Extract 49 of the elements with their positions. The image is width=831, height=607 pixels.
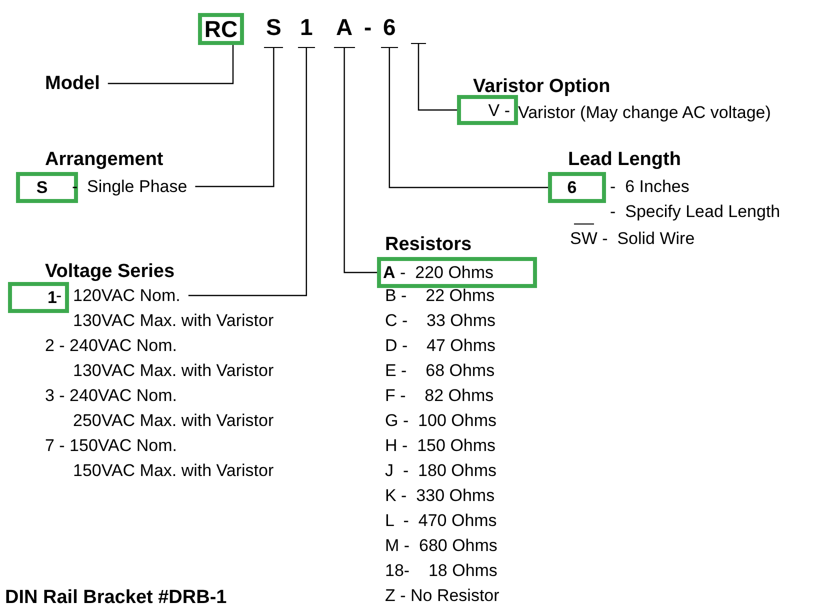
- option-row: 7 - 150VAC Nom.: [45, 437, 177, 454]
- option-description: 130VAC Max. with Varistor: [73, 312, 274, 329]
- option-description: SW - Solid Wire: [570, 230, 695, 247]
- option-row: 18- 18 Ohms: [385, 562, 498, 579]
- option-row: E - 68 Ohms: [385, 362, 495, 379]
- option-description: - 6 Inches: [610, 178, 690, 195]
- leader-line: [418, 44, 457, 111]
- option-description: 120VAC Nom.: [73, 287, 180, 304]
- leader-line: [195, 48, 274, 188]
- code-hyphen: -: [363, 16, 373, 42]
- option-code-box: A - 220 Ohms: [377, 257, 537, 288]
- accessory-note: DIN Rail Bracket #DRB-1: [5, 588, 227, 607]
- option-row: Z - No Resistor: [385, 587, 500, 604]
- option-row: C - 33 Ohms: [385, 312, 496, 329]
- option-row: 3 - 240VAC Nom.: [45, 387, 177, 404]
- leader-line: [388, 48, 548, 188]
- option-description: Single Phase: [87, 178, 188, 195]
- option-row: B - 22 Ohms: [385, 287, 495, 304]
- option-row: 2 - 240VAC Nom.: [45, 337, 177, 354]
- option-row: J - 180 Ohms: [385, 462, 496, 479]
- leader-line: [108, 45, 234, 84]
- section-heading: Model: [45, 74, 100, 93]
- option-row: H - 150 Ohms: [385, 437, 496, 454]
- option-code-box: 6: [548, 172, 606, 203]
- code-segment-box: RC: [198, 13, 244, 45]
- code-letter: S: [264, 16, 284, 48]
- code-digit: 1: [298, 16, 315, 48]
- option-row: G - 100 Ohms: [385, 412, 496, 429]
- section-heading: Voltage Series: [45, 262, 175, 281]
- code-digit: 6: [381, 16, 398, 48]
- option-description: 250VAC Max. with Varistor: [73, 412, 274, 429]
- option-description: - Specify Lead Length: [610, 203, 780, 220]
- section-heading: Resistors: [385, 235, 472, 254]
- option-row: K - 330 Ohms: [385, 487, 495, 504]
- option-description: 150VAC Max. with Varistor: [73, 462, 274, 479]
- section-heading: Varistor Option: [473, 77, 610, 96]
- section-heading: Arrangement: [45, 150, 164, 169]
- leader-line: [344, 48, 377, 274]
- option-row: D - 47 Ohms: [385, 337, 496, 354]
- section-heading: Lead Length: [568, 150, 681, 169]
- option-row: F - 82 Ohms: [385, 387, 494, 404]
- option-row: M - 680 Ohms: [385, 537, 498, 554]
- option-row: L - 470 Ohms: [385, 512, 497, 529]
- separator-dash: -: [56, 287, 62, 304]
- option-code-box: V -: [457, 95, 518, 125]
- code-letter: A: [334, 16, 355, 48]
- option-description: Varistor (May change AC voltage): [518, 104, 771, 121]
- leader-line: [188, 48, 307, 296]
- option-description: 130VAC Max. with Varistor: [73, 362, 274, 379]
